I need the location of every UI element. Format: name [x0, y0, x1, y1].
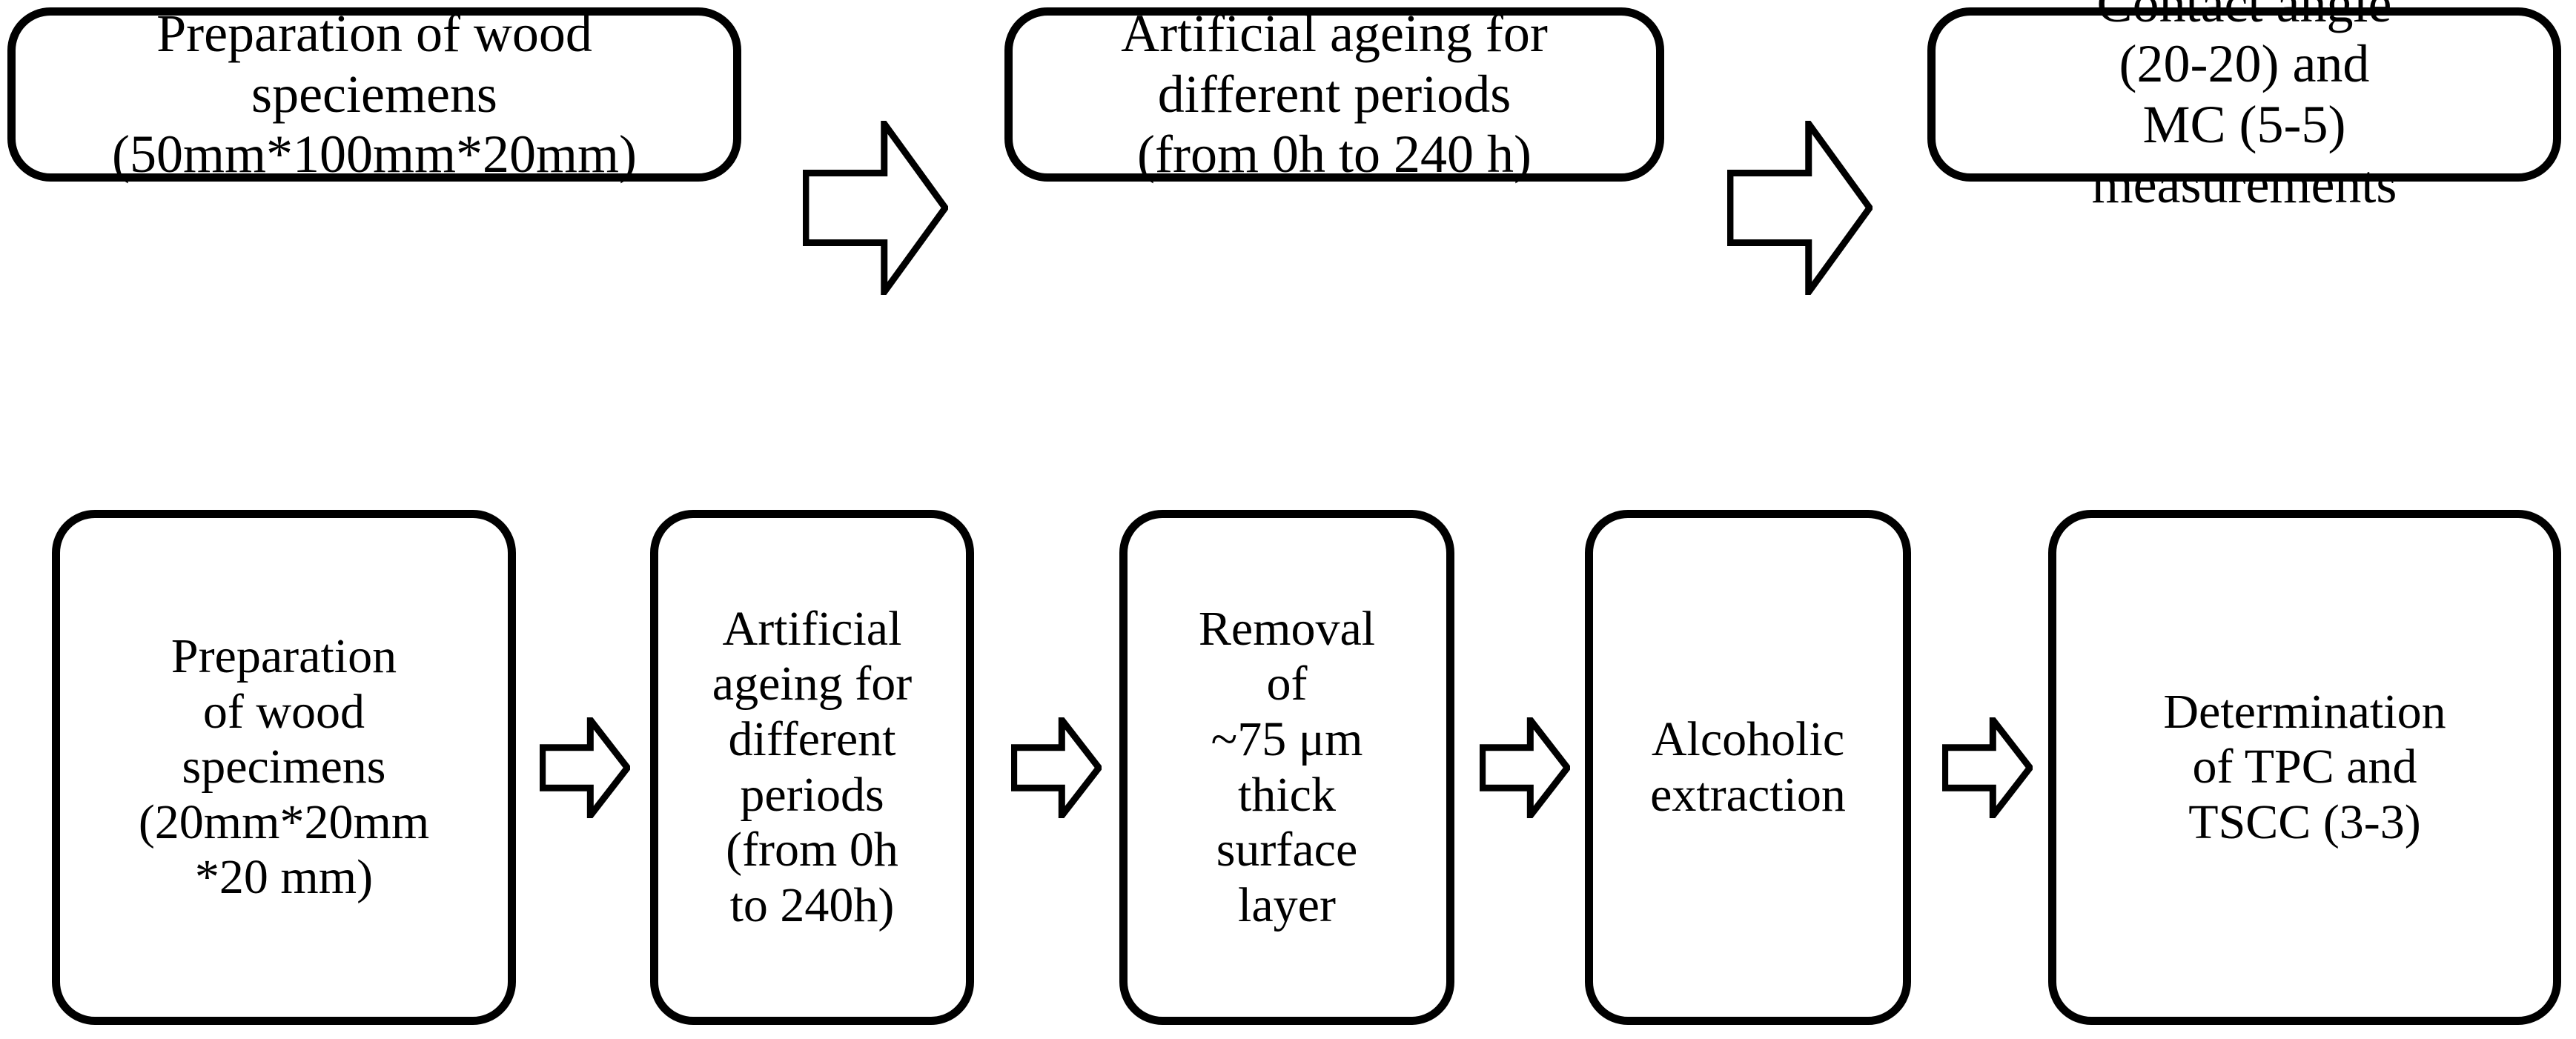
- node-label: Artificial ageing for different periods …: [712, 601, 913, 932]
- node-label: Contact angle (20-20) and MC (5-5) measu…: [2091, 0, 2397, 214]
- node-label: Artificial ageing for different periods …: [1121, 4, 1548, 185]
- arrow-ageing-to-measurements: [1727, 121, 1873, 295]
- node-alcoholic-extraction[interactable]: Alcoholic extraction: [1585, 510, 1911, 1025]
- arrow-extraction-to-determination: [1942, 717, 2033, 818]
- block-arrow-right-icon: [540, 717, 630, 818]
- node-label: Removal of ~75 μm thick surface layer: [1198, 601, 1376, 932]
- arrow-prep-to-ageing-2: [540, 717, 630, 818]
- node-preparation-of-wood-speciemens[interactable]: Preparation of wood speciemens (50mm*100…: [7, 4, 741, 185]
- arrow-prep-to-ageing: [803, 121, 948, 295]
- block-arrow-right-icon: [803, 121, 948, 295]
- arrow-removal-to-extraction: [1480, 717, 1570, 818]
- block-arrow-right-icon: [1480, 717, 1570, 818]
- node-label: Determination of TPC and TSCC (3-3): [2163, 684, 2446, 849]
- block-arrow-right-icon: [1727, 121, 1873, 295]
- node-preparation-of-wood-specimens[interactable]: Preparation of wood specimens (20mm*20mm…: [52, 510, 516, 1025]
- block-arrow-right-icon: [1942, 717, 2033, 818]
- node-determination-of-tpc-and-tscc[interactable]: Determination of TPC and TSCC (3-3): [2048, 510, 2561, 1025]
- node-label: Preparation of wood specimens (20mm*20mm…: [138, 629, 430, 905]
- node-artificial-ageing-different-periods-2[interactable]: Artificial ageing for different periods …: [650, 510, 974, 1025]
- node-artificial-ageing-different-periods[interactable]: Artificial ageing for different periods …: [1004, 4, 1664, 185]
- node-label: Preparation of wood speciemens (50mm*100…: [112, 4, 637, 185]
- node-contact-angle-and-mc-measurements[interactable]: Contact angle (20-20) and MC (5-5) measu…: [1927, 0, 2561, 214]
- block-arrow-right-icon: [1011, 717, 1102, 818]
- node-removal-of-surface-layer[interactable]: Removal of ~75 μm thick surface layer: [1119, 510, 1454, 1025]
- node-label: Alcoholic extraction: [1650, 711, 1846, 822]
- arrow-ageing-to-removal: [1011, 717, 1102, 818]
